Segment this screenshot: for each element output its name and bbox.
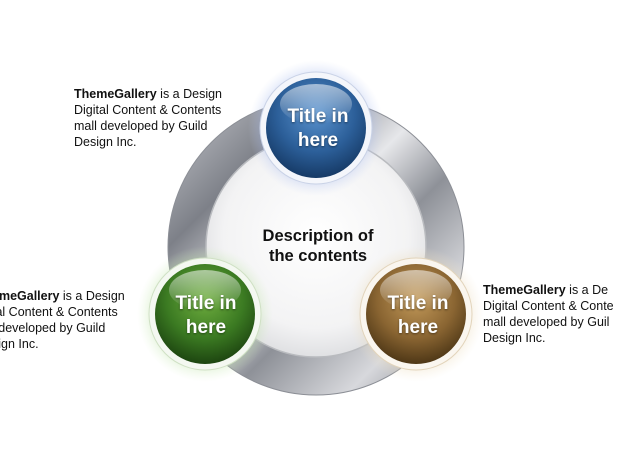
node-top-title-line-1: Title in	[287, 106, 349, 127]
caption-left-line-3: l developed by Guild	[0, 321, 106, 335]
caption-top-line-2: Digital Content & Contents	[74, 103, 222, 117]
node-top	[248, 60, 384, 196]
caption-right-line-4: Design Inc.	[483, 331, 546, 345]
node-left-title-line-2: here	[185, 317, 227, 338]
node-right-title-line-1: Title in	[387, 293, 449, 314]
node-left-title: Title in here	[151, 292, 261, 340]
node-left	[137, 246, 273, 382]
node-left-title-line-1: Title in	[175, 293, 237, 314]
caption-top-line-4: Design Inc.	[74, 135, 137, 149]
node-right	[348, 246, 484, 382]
node-top-title: Title in here	[263, 105, 373, 153]
caption-left-line-2: tal Content & Contents	[0, 305, 118, 319]
caption-right-line-2: Digital Content & Conte	[483, 299, 614, 313]
center-line-2: the contents	[268, 247, 368, 265]
caption-top-brand: ThemeGallery	[74, 87, 157, 101]
center-line-1: Description of	[262, 227, 374, 245]
caption-top-line-1: ThemeGallery is a Design	[74, 86, 222, 102]
caption-top-line-3: mall developed by Guild	[74, 119, 208, 133]
caption-left-line-1-rest: is a Design	[59, 289, 125, 303]
caption-left-line-4: sign Inc.	[0, 337, 39, 351]
caption-right-line-1: ThemeGallery is a De	[483, 282, 614, 298]
caption-right-brand: ThemeGallery	[483, 283, 566, 297]
center-description: Description of the contents	[230, 226, 406, 266]
caption-right-line-3: mall developed by Guil	[483, 315, 610, 329]
caption-left-line-1: emeGallery is a Design	[0, 288, 125, 304]
caption-left: emeGallery is a Design tal Content & Con…	[0, 288, 125, 352]
caption-right: ThemeGallery is a De Digital Content & C…	[483, 282, 614, 346]
caption-top: ThemeGallery is a Design Digital Content…	[74, 86, 222, 150]
caption-top-line-1-rest: is a Design	[156, 87, 222, 101]
node-top-title-line-2: here	[297, 130, 339, 151]
node-right-title: Title in here	[363, 292, 473, 340]
caption-right-line-1-rest: is a De	[565, 283, 609, 297]
node-right-title-line-2: here	[397, 317, 439, 338]
caption-left-brand: emeGallery	[0, 289, 60, 303]
